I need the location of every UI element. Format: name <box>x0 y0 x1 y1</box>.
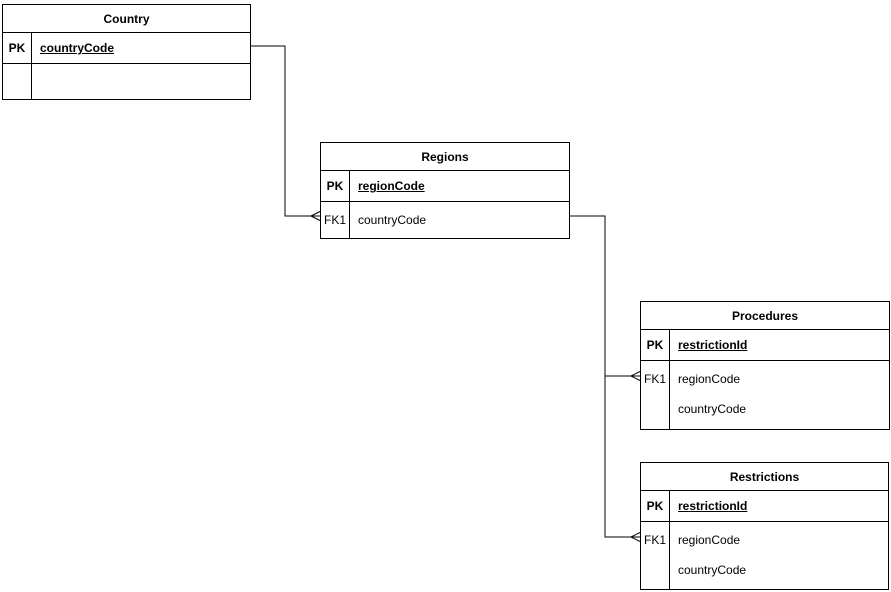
attribute-name: countryCode <box>678 402 747 416</box>
attribute-name: regionCode <box>678 533 741 547</box>
key-cell: FK1 <box>641 522 670 589</box>
crows-foot-icon <box>310 211 321 221</box>
entity-title-label: Country <box>103 11 150 26</box>
entity-title: Restrictions <box>641 463 888 491</box>
attribute-row-fk: FK1 regionCode countryCode <box>641 522 888 589</box>
entity-country[interactable]: Country PK countryCode <box>2 4 251 100</box>
attribute-cell: regionCode countryCode <box>670 522 888 589</box>
attribute-cell: countryCode <box>32 33 250 63</box>
attribute-row-pk: PK countryCode <box>3 33 250 64</box>
entity-title-label: Regions <box>421 149 469 164</box>
attribute-name: restrictionId <box>678 338 748 352</box>
attribute-cell: regionCode <box>350 171 569 201</box>
attribute-name: countryCode <box>678 563 747 577</box>
entity-title: Procedures <box>641 302 889 330</box>
attribute-name: countryCode <box>40 41 115 55</box>
attribute-cell <box>32 64 250 99</box>
pk-label: PK <box>8 41 26 55</box>
key-cell: PK <box>641 330 670 360</box>
pk-label: PK <box>646 499 664 513</box>
attribute-row-fk: FK1 regionCode countryCode <box>641 361 889 429</box>
attribute-row-fk: FK1 countryCode <box>321 202 569 238</box>
attribute-cell: countryCode <box>350 202 569 238</box>
attribute-row-pk: PK restrictionId <box>641 491 888 522</box>
relationship-country-regions[interactable] <box>251 45 321 221</box>
entity-regions[interactable]: Regions PK regionCode FK1 countryCode <box>320 142 570 239</box>
entity-title: Country <box>3 5 250 33</box>
key-cell: FK1 <box>321 202 350 238</box>
entity-title-label: Procedures <box>731 308 799 323</box>
crows-foot-icon <box>630 371 641 381</box>
attribute-cell: restrictionId <box>670 491 888 521</box>
fk-label: FK1 <box>643 372 666 386</box>
entity-procedures[interactable]: Procedures PK restrictionId FK1 regionCo… <box>640 301 890 430</box>
pk-label: PK <box>326 179 344 193</box>
key-cell: FK1 <box>641 361 670 429</box>
attribute-name: countryCode <box>358 213 427 227</box>
fk-label: FK1 <box>643 533 666 547</box>
entity-restrictions[interactable]: Restrictions PK restrictionId FK1 region… <box>640 462 889 590</box>
key-cell <box>3 64 32 99</box>
crows-foot-icon <box>630 532 641 542</box>
entity-title-label: Restrictions <box>729 469 800 484</box>
fk-label: FK1 <box>323 213 346 227</box>
key-cell: PK <box>641 491 670 521</box>
attribute-row-pk: PK restrictionId <box>641 330 889 361</box>
attribute-name: restrictionId <box>678 499 748 513</box>
key-cell: PK <box>321 171 350 201</box>
relationship-regions-procedures-restrictions[interactable] <box>570 215 641 542</box>
attribute-row-empty <box>3 64 250 99</box>
attribute-name: regionCode <box>678 372 741 386</box>
entity-title: Regions <box>321 143 569 171</box>
attribute-cell: restrictionId <box>670 330 889 360</box>
attribute-name: regionCode <box>358 179 425 193</box>
pk-label: PK <box>646 338 664 352</box>
attribute-row-pk: PK regionCode <box>321 171 569 202</box>
key-cell: PK <box>3 33 32 63</box>
attribute-cell: regionCode countryCode <box>670 361 889 429</box>
